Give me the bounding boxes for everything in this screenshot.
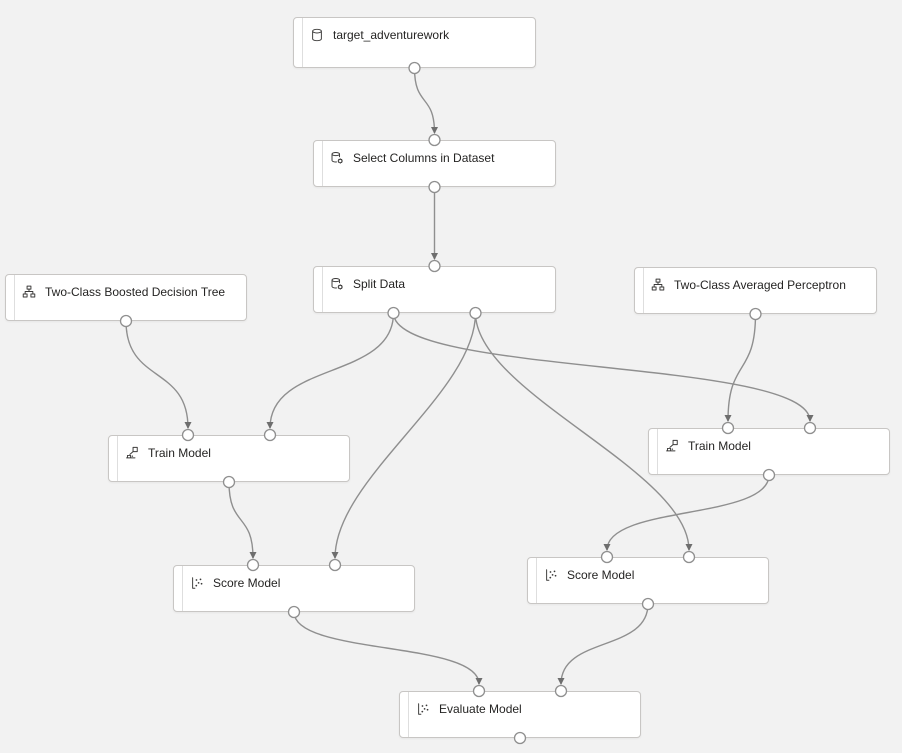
node-train-right[interactable]: Train Model [648, 428, 890, 475]
node-train-left[interactable]: Train Model [108, 435, 350, 482]
input-port-0-split-data[interactable] [428, 259, 441, 273]
node-label: Two-Class Averaged Perceptron [674, 278, 846, 292]
node-grip-line [657, 429, 658, 474]
node-split-data[interactable]: Split Data [313, 266, 556, 313]
node-label: Train Model [688, 439, 751, 453]
node-label: Score Model [213, 576, 281, 590]
node-grip-line [643, 268, 644, 313]
database-icon [310, 28, 324, 42]
output-port-1-split-data[interactable] [469, 306, 482, 320]
input-port-1-train-right[interactable] [803, 421, 817, 435]
node-grip-line [322, 267, 323, 312]
output-port-0-perceptron[interactable] [749, 307, 762, 321]
output-port-0-score-left[interactable] [287, 605, 301, 619]
train-model-icon [125, 446, 139, 460]
input-port-1-score-right[interactable] [682, 550, 696, 564]
node-score-right[interactable]: Score Model [527, 557, 769, 604]
hierarchy-icon [651, 278, 665, 292]
input-port-1-train-left[interactable] [263, 428, 277, 442]
output-port-0-train-left[interactable] [222, 475, 236, 489]
node-score-left[interactable]: Score Model [173, 565, 415, 612]
node-label: Two-Class Boosted Decision Tree [45, 285, 226, 299]
output-port-0-score-right[interactable] [641, 597, 655, 611]
node-label: Split Data [353, 277, 406, 291]
output-port-0-split-data[interactable] [387, 306, 400, 320]
node-label: Evaluate Model [439, 702, 522, 716]
database-gear-icon [330, 277, 344, 291]
input-port-0-train-left[interactable] [181, 428, 195, 442]
edge-split-data-to-train-left[interactable] [266, 312, 395, 429]
edge-split-data-to-score-right[interactable] [474, 312, 693, 551]
scatter-plot-icon [190, 576, 204, 590]
edge-score-right-to-evaluate[interactable] [557, 603, 649, 685]
scatter-plot-icon [544, 568, 558, 582]
edge-boosted-tree-to-train-left[interactable] [125, 320, 192, 429]
edge-train-left-to-score-left[interactable] [228, 481, 257, 559]
node-dataset[interactable]: target_adventurework [293, 17, 536, 68]
input-port-1-evaluate[interactable] [554, 684, 568, 698]
node-grip-line [117, 436, 118, 481]
node-grip-line [322, 141, 323, 186]
node-grip-line [302, 18, 303, 67]
hierarchy-icon [22, 285, 36, 299]
edge-score-left-to-evaluate[interactable] [293, 611, 483, 685]
database-gear-icon [330, 151, 344, 165]
node-grip-line [408, 692, 409, 737]
node-label: target_adventurework [333, 28, 450, 42]
edge-perceptron-to-train-right[interactable] [724, 313, 757, 422]
node-perceptron[interactable]: Two-Class Averaged Perceptron [634, 267, 877, 314]
input-port-0-select-columns[interactable] [428, 133, 441, 147]
output-port-0-select-columns[interactable] [428, 180, 441, 194]
node-grip-line [182, 566, 183, 611]
edge-dataset-to-select-columns[interactable] [413, 67, 438, 134]
output-port-0-boosted-tree[interactable] [119, 314, 133, 328]
output-port-0-dataset[interactable] [408, 61, 421, 75]
input-port-0-score-left[interactable] [246, 558, 260, 572]
edge-train-right-to-score-right[interactable] [603, 474, 770, 551]
node-select-columns[interactable]: Select Columns in Dataset [313, 140, 556, 187]
input-port-0-evaluate[interactable] [472, 684, 486, 698]
node-label: Score Model [567, 568, 635, 582]
input-port-0-train-right[interactable] [721, 421, 735, 435]
node-label: Select Columns in Dataset [353, 151, 495, 165]
input-port-1-score-left[interactable] [328, 558, 342, 572]
node-boosted-tree[interactable]: Two-Class Boosted Decision Tree [5, 274, 247, 321]
node-evaluate[interactable]: Evaluate Model [399, 691, 641, 738]
node-grip-line [14, 275, 15, 320]
node-grip-line [536, 558, 537, 603]
edge-split-data-to-train-right[interactable] [392, 312, 814, 422]
train-model-icon [665, 439, 679, 453]
edge-split-data-to-score-left[interactable] [331, 312, 477, 559]
input-port-0-score-right[interactable] [600, 550, 614, 564]
scatter-plot-icon [416, 702, 430, 716]
output-port-0-train-right[interactable] [762, 468, 776, 482]
node-label: Train Model [148, 446, 211, 460]
output-port-0-evaluate[interactable] [513, 731, 527, 745]
